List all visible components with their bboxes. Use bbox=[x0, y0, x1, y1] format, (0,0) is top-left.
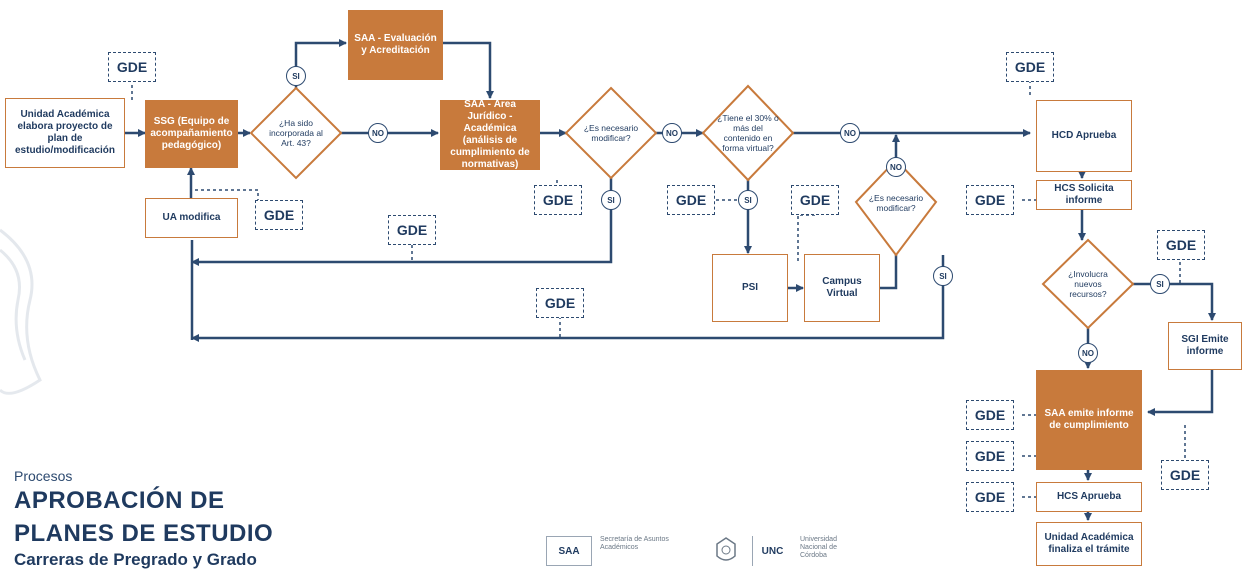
label-si-modificar1: SI bbox=[601, 190, 621, 210]
gde-box: GDE bbox=[388, 215, 436, 245]
saa-logo: SAA bbox=[546, 536, 592, 566]
decision-recursos-shape bbox=[1041, 238, 1135, 330]
node-sgi-emite: SGI Emite informe bbox=[1168, 322, 1242, 370]
gde-box: GDE bbox=[536, 288, 584, 318]
decision-recursos: ¿Involucra nuevos recursos? bbox=[1068, 269, 1108, 299]
title-kicker: Procesos bbox=[14, 468, 73, 484]
decision-modificar1-shape bbox=[564, 86, 658, 180]
gde-box: GDE bbox=[966, 441, 1014, 471]
node-ssg: SSG (Equipo de acompañamiento pedagógico… bbox=[145, 100, 238, 168]
gde-box: GDE bbox=[1006, 52, 1054, 82]
label-no-recursos: NO bbox=[1078, 343, 1098, 363]
node-hcs-aprueba: HCS Aprueba bbox=[1036, 482, 1142, 512]
decision-virtual-shape bbox=[701, 84, 795, 182]
saa-logo-text: Secretaría de Asuntos Académicos bbox=[600, 536, 669, 551]
gde-box: GDE bbox=[534, 185, 582, 215]
gde-box: GDE bbox=[1161, 460, 1209, 490]
gde-box: GDE bbox=[966, 185, 1014, 215]
unc-seal-icon bbox=[706, 534, 746, 568]
edge-eval-juridico bbox=[443, 41, 494, 99]
unc-logo: UNC bbox=[752, 536, 792, 566]
node-ua-modifica: UA modifica bbox=[145, 198, 238, 238]
node-saa-juridico: SAA - Área Jurídico - Académica (análisi… bbox=[440, 99, 540, 170]
label-no-modificar1: NO bbox=[662, 123, 682, 143]
unc-logo-text: Universidad Nacional de Córdoba bbox=[800, 536, 837, 559]
node-hcs-solicita: HCS Solicita informe bbox=[1036, 180, 1132, 210]
node-saa-evaluacion: SAA - Evaluación y Acreditación bbox=[348, 10, 443, 80]
edge-sgi-saa bbox=[1147, 370, 1214, 416]
title-line2: PLANES DE ESTUDIO bbox=[14, 520, 274, 547]
decision-modificar2-shape bbox=[854, 158, 938, 257]
label-no-modificar2: NO bbox=[886, 157, 906, 177]
gde-box: GDE bbox=[791, 185, 839, 215]
label-no-art43: NO bbox=[368, 123, 388, 143]
node-psi: PSI bbox=[712, 254, 788, 322]
decision-virtual: ¿Tiene el 30% o más del contenido en for… bbox=[717, 113, 779, 153]
title-line1: APROBACIÓN DE bbox=[14, 487, 225, 514]
edge-recursos-si bbox=[1130, 282, 1216, 321]
label-si-virtual: SI bbox=[738, 190, 758, 210]
gde-box: GDE bbox=[966, 482, 1014, 512]
gde-box: GDE bbox=[108, 52, 156, 82]
title-subtitle: Carreras de Pregrado y Grado bbox=[14, 550, 257, 569]
decision-modificar1: ¿Es necesario modificar? bbox=[583, 123, 639, 143]
node-finaliza: Unidad Académica finaliza el trámite bbox=[1036, 522, 1142, 566]
node-hcd-aprueba: HCD Aprueba bbox=[1036, 100, 1132, 172]
watermark-seal bbox=[0, 228, 42, 395]
label-si-art43: SI bbox=[286, 66, 306, 86]
title-block: Procesos APROBACIÓN DE PLANES DE ESTUDIO… bbox=[14, 468, 273, 570]
label-si-recursos: SI bbox=[1150, 274, 1170, 294]
gde-box: GDE bbox=[966, 400, 1014, 430]
node-saa-emite: SAA emite informe de cumplimiento bbox=[1036, 370, 1142, 470]
label-no-virtual: NO bbox=[840, 123, 860, 143]
node-unidad-academica: Unidad Académica elabora proyecto de pla… bbox=[5, 98, 125, 168]
gde-box: GDE bbox=[255, 200, 303, 230]
decision-modificar2: ¿Es necesario modificar? bbox=[868, 193, 924, 213]
edge-art43-si bbox=[294, 39, 347, 90]
label-si-modificar2: SI bbox=[933, 266, 953, 286]
node-campus-virtual: Campus Virtual bbox=[804, 254, 880, 322]
gde-box: GDE bbox=[1157, 230, 1205, 260]
decision-art43: ¿Ha sido incorporada al Art. 43? bbox=[269, 118, 323, 148]
decision-art43-shape bbox=[249, 86, 343, 180]
gde-box: GDE bbox=[667, 185, 715, 215]
